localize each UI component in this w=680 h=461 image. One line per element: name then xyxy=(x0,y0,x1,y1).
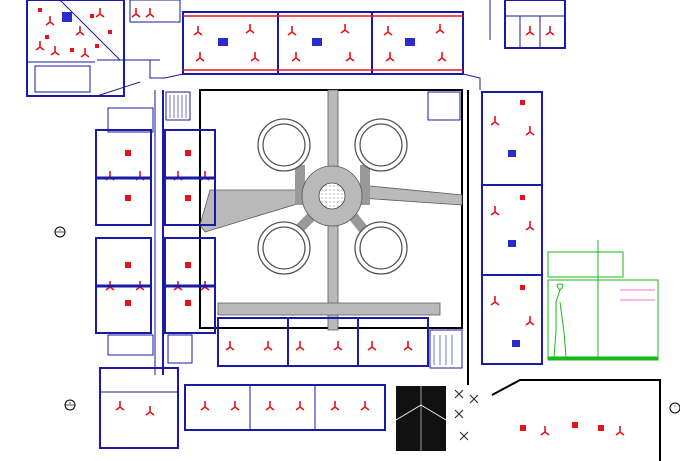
bottom-classroom-strip xyxy=(99,317,661,461)
top-left-wing xyxy=(26,0,181,97)
section-detail xyxy=(547,240,659,361)
section-marker-left: A xyxy=(54,226,66,238)
central-courtyard xyxy=(199,89,463,331)
staircases xyxy=(165,91,463,369)
section-marker-right: C xyxy=(669,402,680,414)
right-wing xyxy=(467,90,543,385)
section-marker-bottom-left-label: B xyxy=(69,401,71,405)
section-marker-bottom-left: B xyxy=(64,399,76,411)
section-marker-right-label: C xyxy=(674,404,676,408)
top-right-wing xyxy=(504,0,566,49)
left-wing xyxy=(95,90,216,375)
section-marker-left-label: A xyxy=(59,228,62,232)
top-classroom-strip xyxy=(182,11,464,75)
